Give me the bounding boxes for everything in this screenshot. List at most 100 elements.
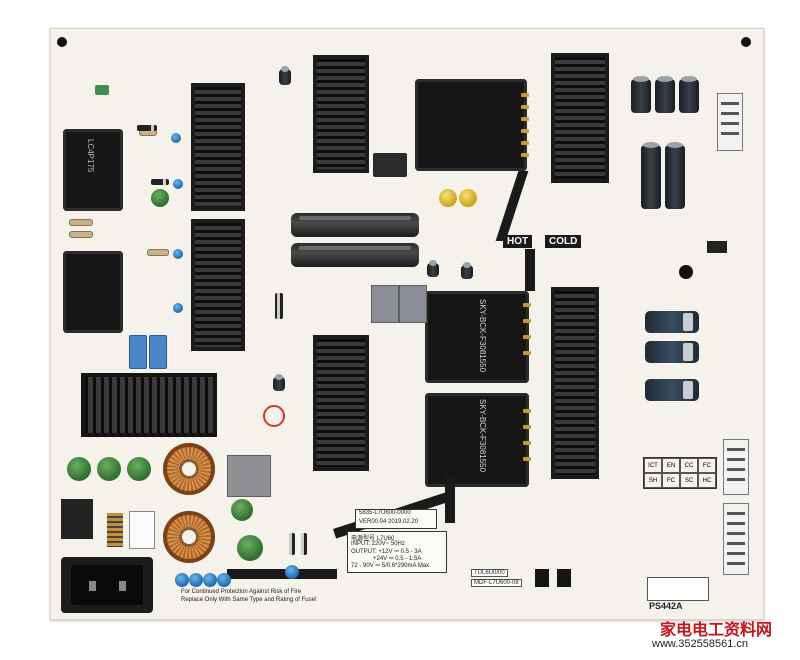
electrolytic-capacitor (645, 379, 699, 401)
electrolytic-capacitor (665, 142, 685, 209)
test-point-label: HC (698, 473, 716, 488)
watermark-url: www.352558561.cn (652, 638, 749, 650)
spec-output: +24V ⎓ 0.5 - 1.5A (373, 556, 422, 562)
spec-table (347, 531, 447, 573)
hot-label: HOT (503, 235, 533, 248)
fuse-warning: For Continued Protection Against Risk of… (181, 589, 302, 595)
relay (129, 511, 155, 549)
part-code: PS442A (649, 601, 683, 611)
diode (275, 293, 283, 319)
test-point-label: FC (662, 473, 680, 488)
output-connector (717, 93, 743, 151)
pcb-board: LC4P175 SKY-BCK-F3081550 SKY-BCK-F308155… (50, 28, 764, 620)
y-capacitor (285, 565, 299, 579)
pin (523, 441, 531, 445)
fuse-holder (107, 513, 123, 547)
diode (137, 125, 157, 131)
mounting-hole (679, 265, 693, 279)
electrolytic-capacitor (645, 341, 699, 363)
yellow-capacitor (439, 189, 457, 207)
varistor (231, 499, 253, 521)
thermistor (127, 457, 151, 481)
pin (523, 303, 531, 307)
diode (151, 179, 169, 185)
test-point-label: FC (698, 458, 716, 473)
test-point-grid: ICT EN CC FC SH FC SC HC (643, 457, 717, 489)
thermistor (97, 457, 121, 481)
resistor (139, 129, 157, 136)
isolation-trace (495, 171, 529, 241)
blue-capacitor (171, 133, 181, 143)
sticker (647, 577, 709, 601)
pin (521, 129, 529, 133)
pad (557, 569, 571, 587)
test-point-label: ICT (644, 458, 662, 473)
varistor (237, 535, 263, 561)
output-connector (723, 503, 749, 575)
toroid-choke (163, 443, 215, 495)
yellow-capacitor (459, 189, 477, 207)
film-capacitor (227, 455, 271, 497)
fuse-warning: Replace Only With Same Type and Rating o… (181, 597, 317, 603)
transformer (425, 291, 529, 383)
isolation-trace (227, 569, 337, 579)
transformer-label: SKY-BCK-F3081550 (478, 399, 487, 473)
pad (535, 569, 549, 587)
pin (523, 319, 531, 323)
blue-capacitor (173, 179, 183, 189)
green-component (95, 85, 109, 95)
thermistor (67, 457, 91, 481)
pin (521, 105, 529, 109)
test-point-label: SH (644, 473, 662, 488)
heatsink (551, 53, 609, 183)
x-capacitor (149, 335, 167, 369)
model-box (355, 509, 437, 529)
blue-capacitor (173, 303, 183, 313)
sticker: TUL6U0/00 (471, 569, 508, 577)
varistor (151, 189, 169, 207)
pin (523, 457, 531, 461)
resistor (147, 249, 169, 256)
spec-output: 72 - 90V ⎓ 5/0.6*290mA Max (351, 563, 430, 569)
heatsink (551, 287, 599, 479)
ac-power-inlet (61, 557, 153, 613)
test-point-label: CC (680, 458, 698, 473)
transformer-label: SKY-BCK-F3081550 (478, 299, 487, 373)
hot-zone-marker (263, 405, 285, 427)
resistor (69, 231, 93, 238)
bridge-heatsink (81, 373, 217, 437)
common-mode-inductor (63, 251, 123, 333)
small-connector (707, 241, 727, 253)
blue-capacitor (173, 249, 183, 259)
inductor-label: LC4P175 (86, 139, 95, 173)
transformer (425, 393, 529, 487)
electrolytic-capacitor (273, 374, 285, 391)
diode (301, 533, 307, 555)
isolation-trace (525, 249, 535, 291)
electrolytic-capacitor (679, 76, 699, 113)
sticker: MDF-L7U600-08 (471, 579, 522, 587)
heatsink (313, 335, 369, 471)
mounting-hole (741, 37, 751, 47)
electrolytic-capacitor (279, 66, 291, 85)
output-connector (723, 439, 749, 495)
electrolytic-capacitor (427, 260, 439, 277)
ic-module (373, 153, 407, 177)
model-code: 5835-L7U600-0000 (359, 510, 411, 516)
resistor (69, 219, 93, 226)
pin (523, 409, 531, 413)
test-point-label: EN (662, 458, 680, 473)
electrolytic-capacitor (641, 142, 661, 209)
y-capacitor (203, 573, 217, 587)
pin (523, 425, 531, 429)
heatsink (313, 55, 369, 173)
electrolytic-capacitor (631, 76, 651, 113)
pin (521, 93, 529, 97)
electrolytic-capacitor (461, 262, 473, 279)
y-capacitor (217, 573, 231, 587)
watermark-title: 家电电工资料网 (660, 620, 773, 639)
y-capacitor (175, 573, 189, 587)
toroid-choke (163, 511, 215, 563)
spec-title: 电源型号 L7U60 (351, 536, 395, 542)
transformer (415, 79, 527, 171)
